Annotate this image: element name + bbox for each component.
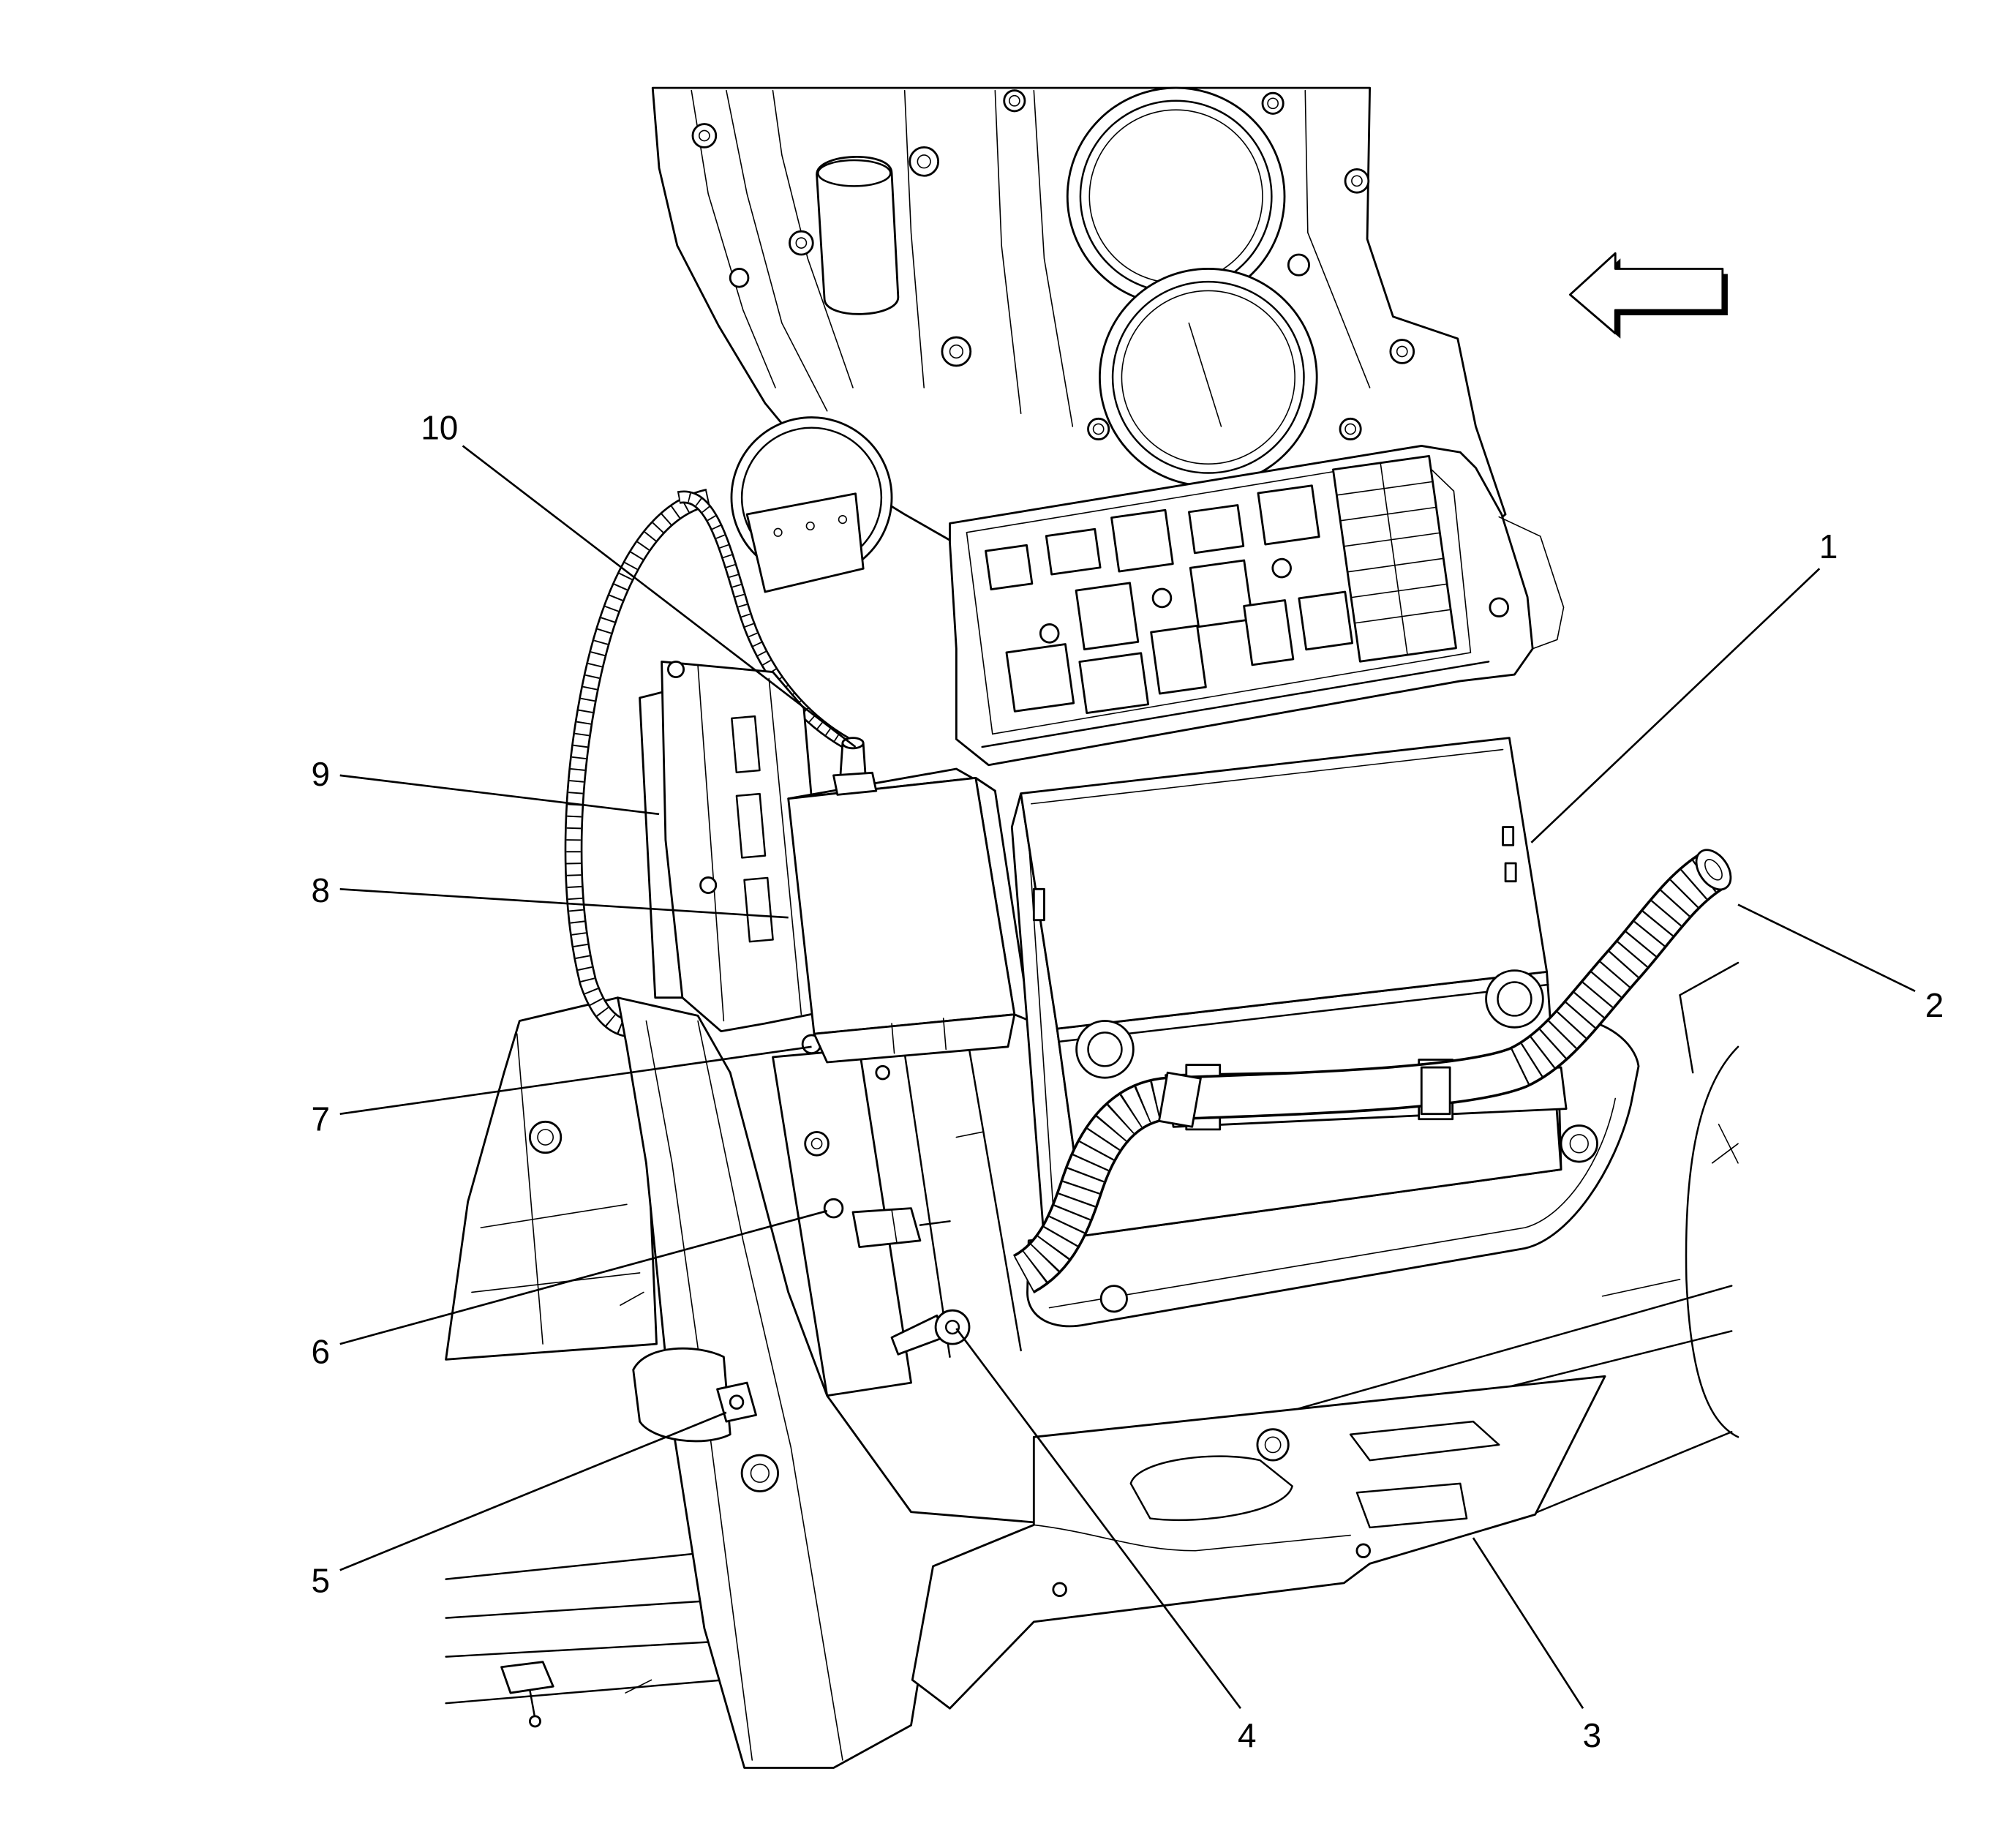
harness-bolt: [716, 1381, 757, 1423]
leader-line-2: [1737, 903, 1916, 993]
left-wiring-harness: [564, 488, 711, 1038]
leader-line-10: [462, 445, 857, 748]
leader-line-6: [339, 1209, 828, 1345]
ground-stud: [832, 737, 878, 796]
leader-line-7: [339, 1045, 812, 1115]
leader-line-1: [1530, 568, 1821, 844]
callout-label-8: 8: [311, 871, 330, 909]
battery-cable-harness: [1012, 849, 1732, 1294]
module-bracket: [639, 661, 831, 1033]
callout-labels: 1 2 3 4 5 6 7 8 9 10: [311, 409, 1944, 1755]
right-body-structure: [1679, 961, 1739, 1438]
ground-terminal: [890, 1309, 971, 1356]
callout-label-6: 6: [311, 1333, 330, 1371]
callout-label-2: 2: [1925, 986, 1944, 1024]
left-arrow-icon: [1568, 252, 1728, 339]
control-module: [787, 767, 1031, 1064]
callout-label-10: 10: [421, 409, 458, 447]
engine-block: [651, 86, 1507, 593]
lower-mounting-bracket: [772, 1034, 1022, 1397]
leader-line-8: [339, 887, 789, 919]
leader-line-5: [339, 1411, 727, 1571]
fuse-relay-block: [949, 445, 1565, 767]
harness-connector: [851, 1207, 951, 1249]
leader-line-4: [955, 1328, 1242, 1710]
leader-line-3: [1472, 1537, 1584, 1709]
callout-label-5: 5: [311, 1561, 330, 1599]
leader-lines: [339, 445, 1916, 1710]
ground-wire: [677, 490, 850, 749]
callout-label-9: 9: [311, 755, 330, 793]
callout-label-7: 7: [311, 1100, 330, 1138]
callout-label-4: 4: [1238, 1716, 1257, 1754]
callout-label-1: 1: [1819, 527, 1838, 566]
left-body-panel: [445, 996, 658, 1361]
callout-label-3: 3: [1583, 1716, 1602, 1754]
frame-bolt: [500, 1661, 554, 1728]
underbody-shield: [911, 1375, 1606, 1710]
leader-line-9: [339, 774, 660, 816]
battery-tray: [1026, 1020, 1640, 1328]
